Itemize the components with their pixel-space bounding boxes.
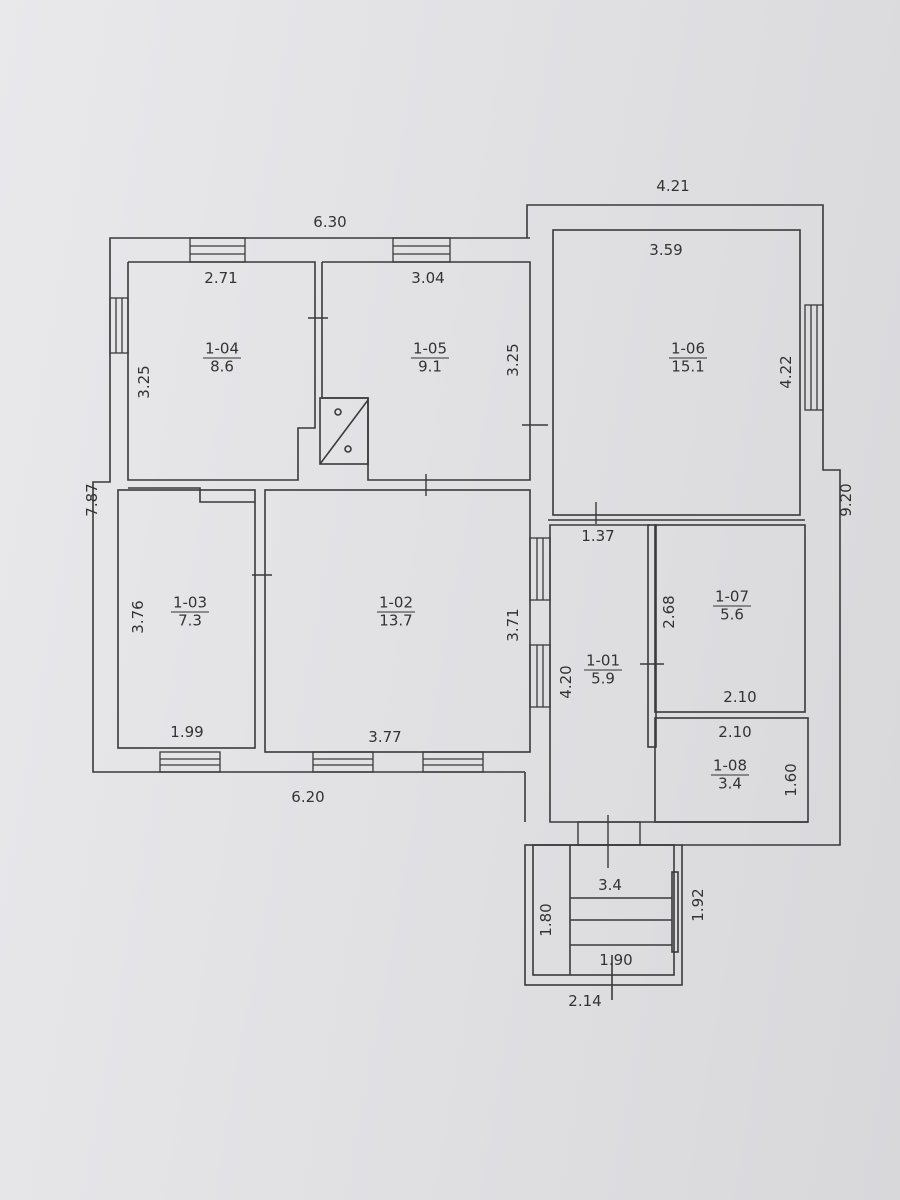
dim-1-07-width: 2.10 [723,688,757,706]
dim-1-04-height: 3.25 [135,365,153,399]
room-area: 7.3 [178,611,202,630]
window [159,751,221,773]
room-1-02-outline [264,489,531,753]
dim-1-05-height: 3.25 [504,343,522,377]
window [422,751,484,773]
dim-top-left: 6.30 [313,213,347,231]
dim-1-07-height: 2.68 [660,595,678,629]
dim-1-03-width: 1.99 [170,723,204,741]
porch-inner [532,844,675,976]
dim-1-01-width: 1.37 [581,527,615,545]
room-area: 5.9 [591,669,615,688]
dim-left-total: 7.87 [83,483,101,517]
dim-top-right: 4.21 [656,177,690,195]
window [529,537,551,601]
porch-railing [671,871,679,953]
room-id: 1-05 [410,339,450,359]
partition-wall [647,524,657,748]
dim-1-05-width: 3.04 [411,269,445,287]
room-1-06-outline [552,229,801,516]
window [189,237,246,263]
dim-1-06-height: 4.22 [777,355,795,389]
room-area: 9.1 [418,357,442,376]
room-id: 1-03 [170,593,210,613]
dim-1-01-height: 4.20 [557,665,575,699]
room-id: 1-08 [710,756,750,776]
outer-wall-right-block [526,204,841,846]
dim-porch-inner-width: 1.90 [599,951,633,969]
porch-area: 3.4 [598,876,622,894]
room-area: 8.6 [210,357,234,376]
dim-1-02-height: 3.71 [504,608,522,642]
room-area: 3.4 [718,774,742,793]
room-1-03-outline [117,489,256,749]
dim-1-02-width: 3.77 [368,728,402,746]
doors [252,317,664,868]
room-area: 15.1 [671,357,705,376]
room-id: 1-02 [376,593,416,613]
window [392,237,451,263]
chimney-dot [344,445,352,453]
chimney-dot [334,408,342,416]
room-id: 1-01 [583,651,623,671]
room-1-07-outline [654,524,806,713]
room-area: 5.6 [720,605,744,624]
room-id: 1-07 [712,587,752,607]
dim-porch-right-height: 1.92 [689,888,707,922]
dim-1-08-width: 2.10 [718,723,752,741]
room-1-04-outline [127,261,316,481]
corridor-outline [128,487,255,503]
room-area: 13.7 [379,611,413,630]
window [529,644,551,708]
window [109,297,129,354]
chimney-diagonal [319,399,369,465]
dim-1-04-width: 2.71 [204,269,238,287]
window [804,304,824,411]
room-id: 1-04 [202,339,242,359]
window [312,751,374,773]
dim-right-total: 9.20 [837,483,855,517]
room-outlines [117,229,809,823]
dim-porch-left-height: 1.80 [537,903,555,937]
room-id: 1-06 [668,339,708,359]
porch [524,844,683,1000]
dim-1-06-width: 3.59 [649,241,683,259]
dim-1-03-height: 3.76 [129,600,147,634]
dim-bottom-left: 6.20 [291,788,325,806]
dim-1-08-height: 1.60 [782,763,800,797]
dim-porch-outer-width: 2.14 [568,992,602,1010]
chimney [319,397,369,465]
windows [109,237,824,773]
